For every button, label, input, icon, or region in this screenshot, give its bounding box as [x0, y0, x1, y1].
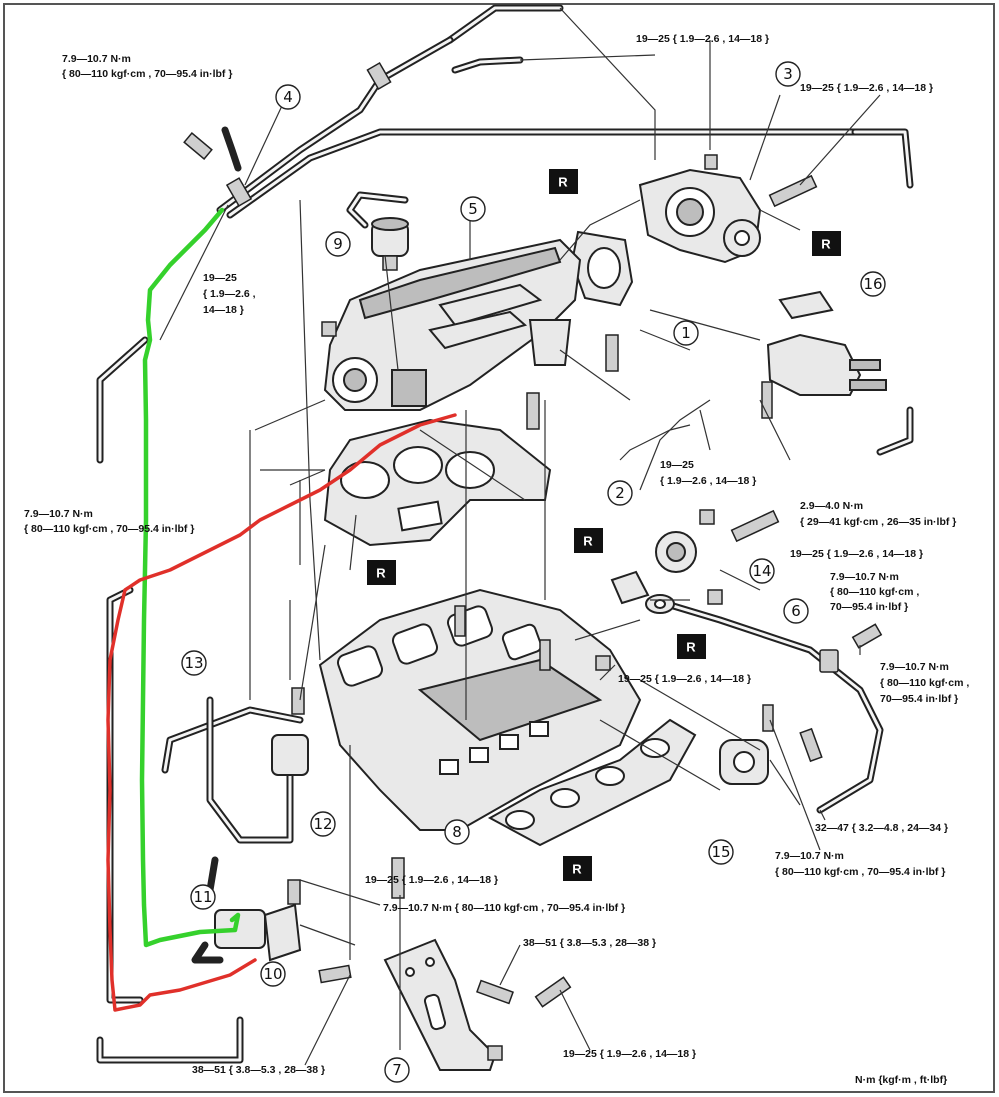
torque-canister-line2: { 1.9—2.6 ,: [203, 288, 256, 300]
torque-bracket-right: 19—25 { 1.9—2.6 , 14—18 }: [563, 1048, 696, 1060]
replace-badge-throttle-gasket: R: [549, 169, 578, 194]
replace-badge-idle-gasket: R: [574, 528, 603, 553]
lower-intake-manifold-8: [318, 588, 642, 831]
svg-text:2: 2: [615, 484, 625, 502]
torque-canister-line3: 14—18 }: [203, 304, 244, 316]
fastener-bolts: [183, 131, 883, 899]
torque-pipe-4-line2: { 80—110 kgf·cm , 70—95.4 in·lbf }: [62, 68, 232, 80]
page-frame: [3, 3, 995, 1093]
svg-text:3: 3: [783, 65, 793, 83]
callout-11: 11: [190, 884, 216, 910]
torque-left-mid-line1: 7.9—10.7 N·m: [24, 508, 93, 520]
torque-center-2-line1: 19—25: [660, 459, 694, 471]
svg-text:14: 14: [752, 562, 771, 580]
bracket-7: [318, 938, 572, 1071]
torque-throttle-right: 19—25 { 1.9—2.6 , 14—18 }: [800, 82, 933, 94]
torque-bracket-left: 38—51 { 3.8—5.3 , 28—38 }: [192, 1064, 325, 1076]
callout-2: 2: [607, 480, 633, 506]
throttle-body-gasket: [570, 230, 634, 307]
svg-text:R: R: [686, 640, 696, 655]
replace-badge-pipe-gasket: R: [677, 634, 706, 659]
callout-14: 14: [749, 558, 775, 584]
torque-pipe-6-upper-line1: 7.9—10.7 N·m: [830, 571, 899, 583]
leader-lines: [159, 7, 881, 1066]
solenoid-valve-16: [761, 290, 887, 419]
callout-6: 6: [783, 598, 809, 624]
torque-manifold-bottom: 19—25 { 1.9—2.6 , 14—18 }: [365, 874, 498, 886]
svg-text:R: R: [572, 862, 582, 877]
svg-text:R: R: [583, 534, 593, 549]
green-hose-marker: [139, 207, 241, 948]
intake-gasket: [323, 418, 552, 547]
replace-badge-manifold-gasket: R: [563, 856, 592, 881]
callout-4: 4: [275, 84, 301, 110]
callout-9: 9: [325, 231, 351, 257]
callout-5: 5: [460, 196, 486, 222]
solenoid-10-11: [191, 879, 302, 964]
svg-text:4: 4: [283, 88, 293, 106]
svg-text:R: R: [558, 175, 568, 190]
svg-text:16: 16: [863, 275, 882, 293]
svg-text:5: 5: [468, 200, 478, 218]
pipe-assembly-4: [96, 4, 914, 1064]
svg-text:13: 13: [184, 654, 203, 672]
torque-solenoid-16-line2: { 29—41 kgf·cm , 26—35 in·lbf }: [800, 516, 956, 528]
svg-text:10: 10: [263, 965, 282, 983]
callout-3: 3: [775, 61, 801, 87]
svg-text:9: 9: [333, 235, 343, 253]
svg-text:R: R: [821, 237, 831, 252]
callout-12: 12: [310, 811, 336, 837]
callout-16: 16: [860, 271, 886, 297]
torque-bracket-upper: 38—51 { 3.8—5.3 , 28—38 }: [523, 937, 656, 949]
torque-pipe-6-right-line3: 70—95.4 in·lbf }: [880, 693, 958, 705]
exhaust-side-gasket: [487, 718, 697, 847]
svg-text:8: 8: [452, 823, 462, 841]
svg-text:15: 15: [711, 843, 730, 861]
callout-8: 8: [444, 819, 470, 845]
torque-pipe-6-upper-line3: 70—95.4 in·lbf }: [830, 601, 908, 613]
torque-canister-line1: 19—25: [203, 272, 237, 284]
units-note: N·m {kgf·m , ft·lbf}: [855, 1074, 947, 1086]
callout-15: 15: [708, 839, 734, 865]
replace-badge-solenoid-gasket: R: [812, 231, 841, 256]
torque-pipe-6-right-line2: { 80—110 kgf·cm ,: [880, 677, 969, 689]
red-hose-marker: [106, 413, 457, 1012]
intake-plenum-5: [323, 238, 582, 411]
callout-1: 1: [673, 320, 699, 346]
torque-pipe-6-fitting: 32—47 { 3.2—4.8 , 24—34 }: [815, 822, 948, 834]
vacuum-assembly-12-13: [161, 687, 309, 894]
torque-egr-15-line2: { 80—110 kgf·cm , 70—95.4 in·lbf }: [775, 866, 945, 878]
idle-control-14: [610, 509, 780, 605]
svg-text:11: 11: [193, 888, 212, 906]
torque-manifold-center: 19—25 { 1.9—2.6 , 14—18 }: [618, 673, 751, 685]
canister-9: [346, 191, 409, 271]
torque-idle-14: 19—25 { 1.9—2.6 , 14—18 }: [790, 548, 923, 560]
callout-10: 10: [260, 961, 286, 987]
torque-pipe-4-line1: 7.9—10.7 N·m: [62, 53, 131, 65]
replace-badge-intake-gasket: R: [367, 560, 396, 585]
torque-left-mid-line2: { 80—110 kgf·cm , 70—95.4 in·lbf }: [24, 523, 194, 535]
torque-solenoid-11: 7.9—10.7 N·m { 80—110 kgf·cm , 70—95.4 i…: [383, 902, 625, 914]
torque-center-2-line2: { 1.9—2.6 , 14—18 }: [660, 475, 756, 487]
torque-egr-15-line1: 7.9—10.7 N·m: [775, 850, 844, 862]
callout-13: 13: [181, 650, 207, 676]
svg-text:12: 12: [313, 815, 332, 833]
svg-text:1: 1: [681, 324, 691, 342]
svg-text:R: R: [376, 566, 386, 581]
torque-solenoid-16-line1: 2.9—4.0 N·m: [800, 500, 863, 512]
svg-text:7: 7: [392, 1061, 402, 1079]
egr-valve-15: [719, 704, 774, 785]
svg-text:6: 6: [791, 602, 801, 620]
torque-pipe-6-upper-line2: { 80—110 kgf·cm ,: [830, 586, 919, 598]
torque-pipe-6-right-line1: 7.9—10.7 N·m: [880, 661, 949, 673]
throttle-body-3: [638, 154, 762, 264]
callout-7: 7: [384, 1057, 410, 1083]
torque-throttle-top: 19—25 { 1.9—2.6 , 14—18 }: [636, 33, 769, 45]
